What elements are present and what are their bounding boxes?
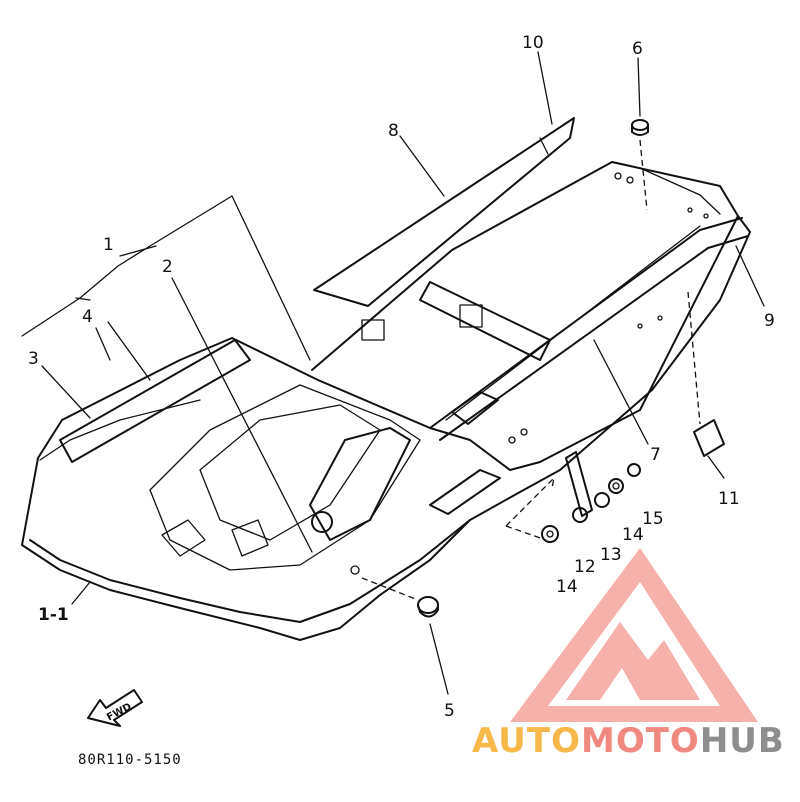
watermark-moto: MOTO bbox=[581, 721, 700, 761]
callout-1: 1 bbox=[103, 235, 114, 255]
callout-14-a: 14 bbox=[556, 577, 578, 597]
callout-9: 9 bbox=[764, 311, 775, 331]
hardware-12-15 bbox=[505, 451, 641, 543]
callout-13: 13 bbox=[600, 545, 622, 565]
callout-7: 7 bbox=[650, 445, 661, 465]
callout-15: 15 bbox=[642, 509, 664, 529]
callout-8: 8 bbox=[388, 121, 399, 141]
sticker-11 bbox=[687, 291, 725, 457]
callout-2: 2 bbox=[162, 257, 173, 277]
callout-3: 3 bbox=[28, 349, 39, 369]
automotohub-logo bbox=[510, 548, 758, 722]
watermark-hub: HUB bbox=[700, 721, 785, 761]
callout-14-b: 14 bbox=[622, 525, 644, 545]
leader-lines bbox=[21, 51, 765, 695]
callout-1-1: 1-1 bbox=[38, 605, 69, 625]
callout-labels: 1 2 3 4 5 6 7 8 9 10 11 12 13 14 14 15 1… bbox=[28, 33, 775, 721]
cap-6 bbox=[631, 119, 649, 211]
watermark-auto: AUTO bbox=[472, 721, 581, 761]
callout-5: 5 bbox=[444, 701, 455, 721]
chassis-frame bbox=[21, 161, 751, 641]
callout-10: 10 bbox=[522, 33, 544, 53]
watermark-text: AUTOMOTOHUB bbox=[472, 721, 785, 761]
callout-11: 11 bbox=[718, 489, 740, 509]
callout-4: 4 bbox=[82, 307, 93, 327]
callout-12: 12 bbox=[574, 557, 596, 577]
sticker-8 bbox=[313, 117, 575, 307]
plug-5 bbox=[361, 577, 439, 618]
diagram-code: 80R110-5150 bbox=[78, 752, 182, 768]
fwd-arrow-icon: FWD bbox=[87, 689, 143, 727]
callout-6: 6 bbox=[632, 39, 643, 59]
